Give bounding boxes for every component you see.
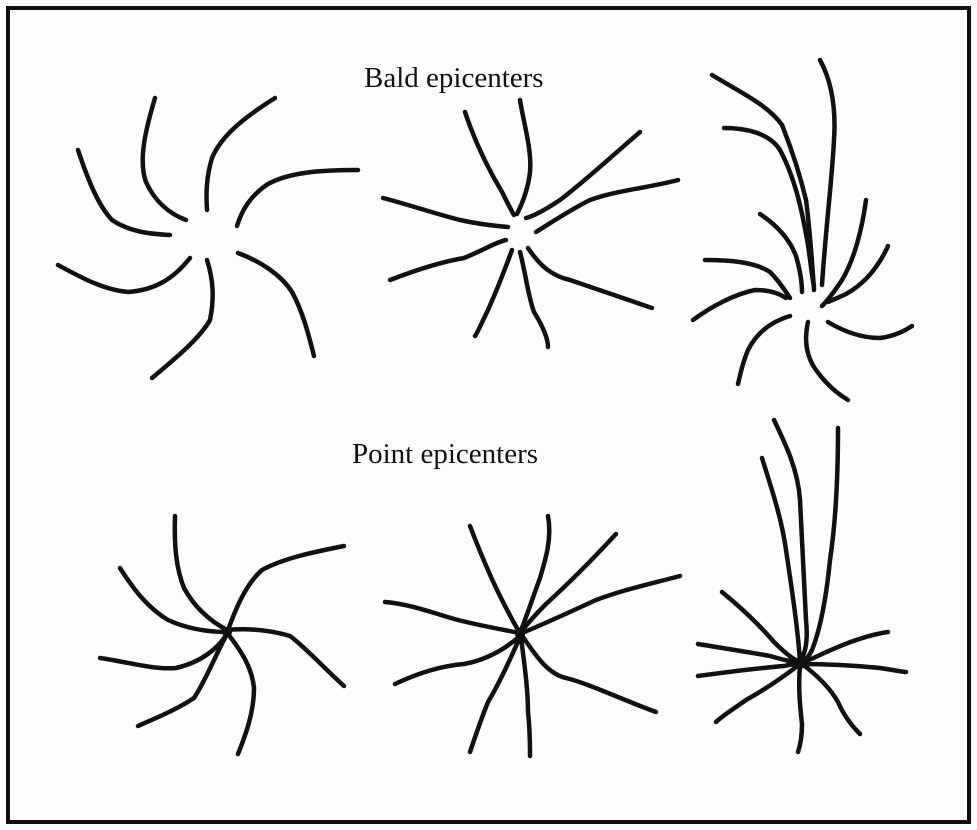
whorl-stroke	[228, 546, 344, 630]
whorl-stroke	[237, 170, 358, 226]
point-epicenter-dot	[515, 629, 525, 639]
whorl-stroke	[520, 534, 616, 633]
whorl-stroke	[806, 322, 848, 400]
whorl-stroke	[152, 260, 213, 378]
point-epicenter-1	[100, 516, 344, 754]
whorl-stroke	[517, 100, 530, 214]
whorl-stroke	[798, 666, 802, 752]
whorl-stroke	[774, 420, 807, 662]
whorl-stroke	[175, 516, 227, 630]
whorl-stroke	[385, 602, 520, 633]
whorl-stroke	[228, 634, 254, 754]
whorl-stroke	[760, 214, 802, 292]
whorl-stroke	[523, 637, 656, 712]
whorl-stroke	[521, 637, 530, 756]
bald-epicenter-1	[58, 98, 358, 378]
whorl-stroke	[100, 634, 227, 668]
whorl-stroke	[693, 290, 786, 320]
whorl-stroke	[470, 526, 520, 633]
bald-epicenter-3	[693, 60, 912, 400]
whorl-stroke	[390, 240, 506, 280]
whorl-stroke	[465, 112, 514, 215]
whorl-stroke	[802, 664, 860, 734]
whorl-stroke	[828, 246, 888, 302]
whorl-stroke	[828, 322, 912, 338]
whorl-stroke	[528, 248, 652, 308]
whorl-stroke	[78, 150, 170, 235]
whorl-stroke	[738, 316, 790, 384]
point-epicenter-2	[385, 516, 680, 756]
whorl-stroke	[800, 664, 906, 672]
whorl-stroke	[536, 180, 678, 232]
whorl-stroke	[143, 98, 186, 220]
whorl-stroke	[207, 98, 275, 210]
whorl-stroke	[762, 458, 800, 662]
whorl-stroke	[820, 60, 834, 285]
point-epicenter-dot	[794, 657, 806, 669]
whorl-stroke	[475, 250, 512, 336]
point-epicenter-3	[698, 420, 906, 752]
bald-epicenter-2	[383, 100, 678, 347]
whorl-stroke	[383, 198, 508, 227]
whorl-stroke	[58, 258, 190, 292]
whorl-stroke	[238, 253, 314, 356]
point-epicenter-dot	[222, 627, 232, 637]
